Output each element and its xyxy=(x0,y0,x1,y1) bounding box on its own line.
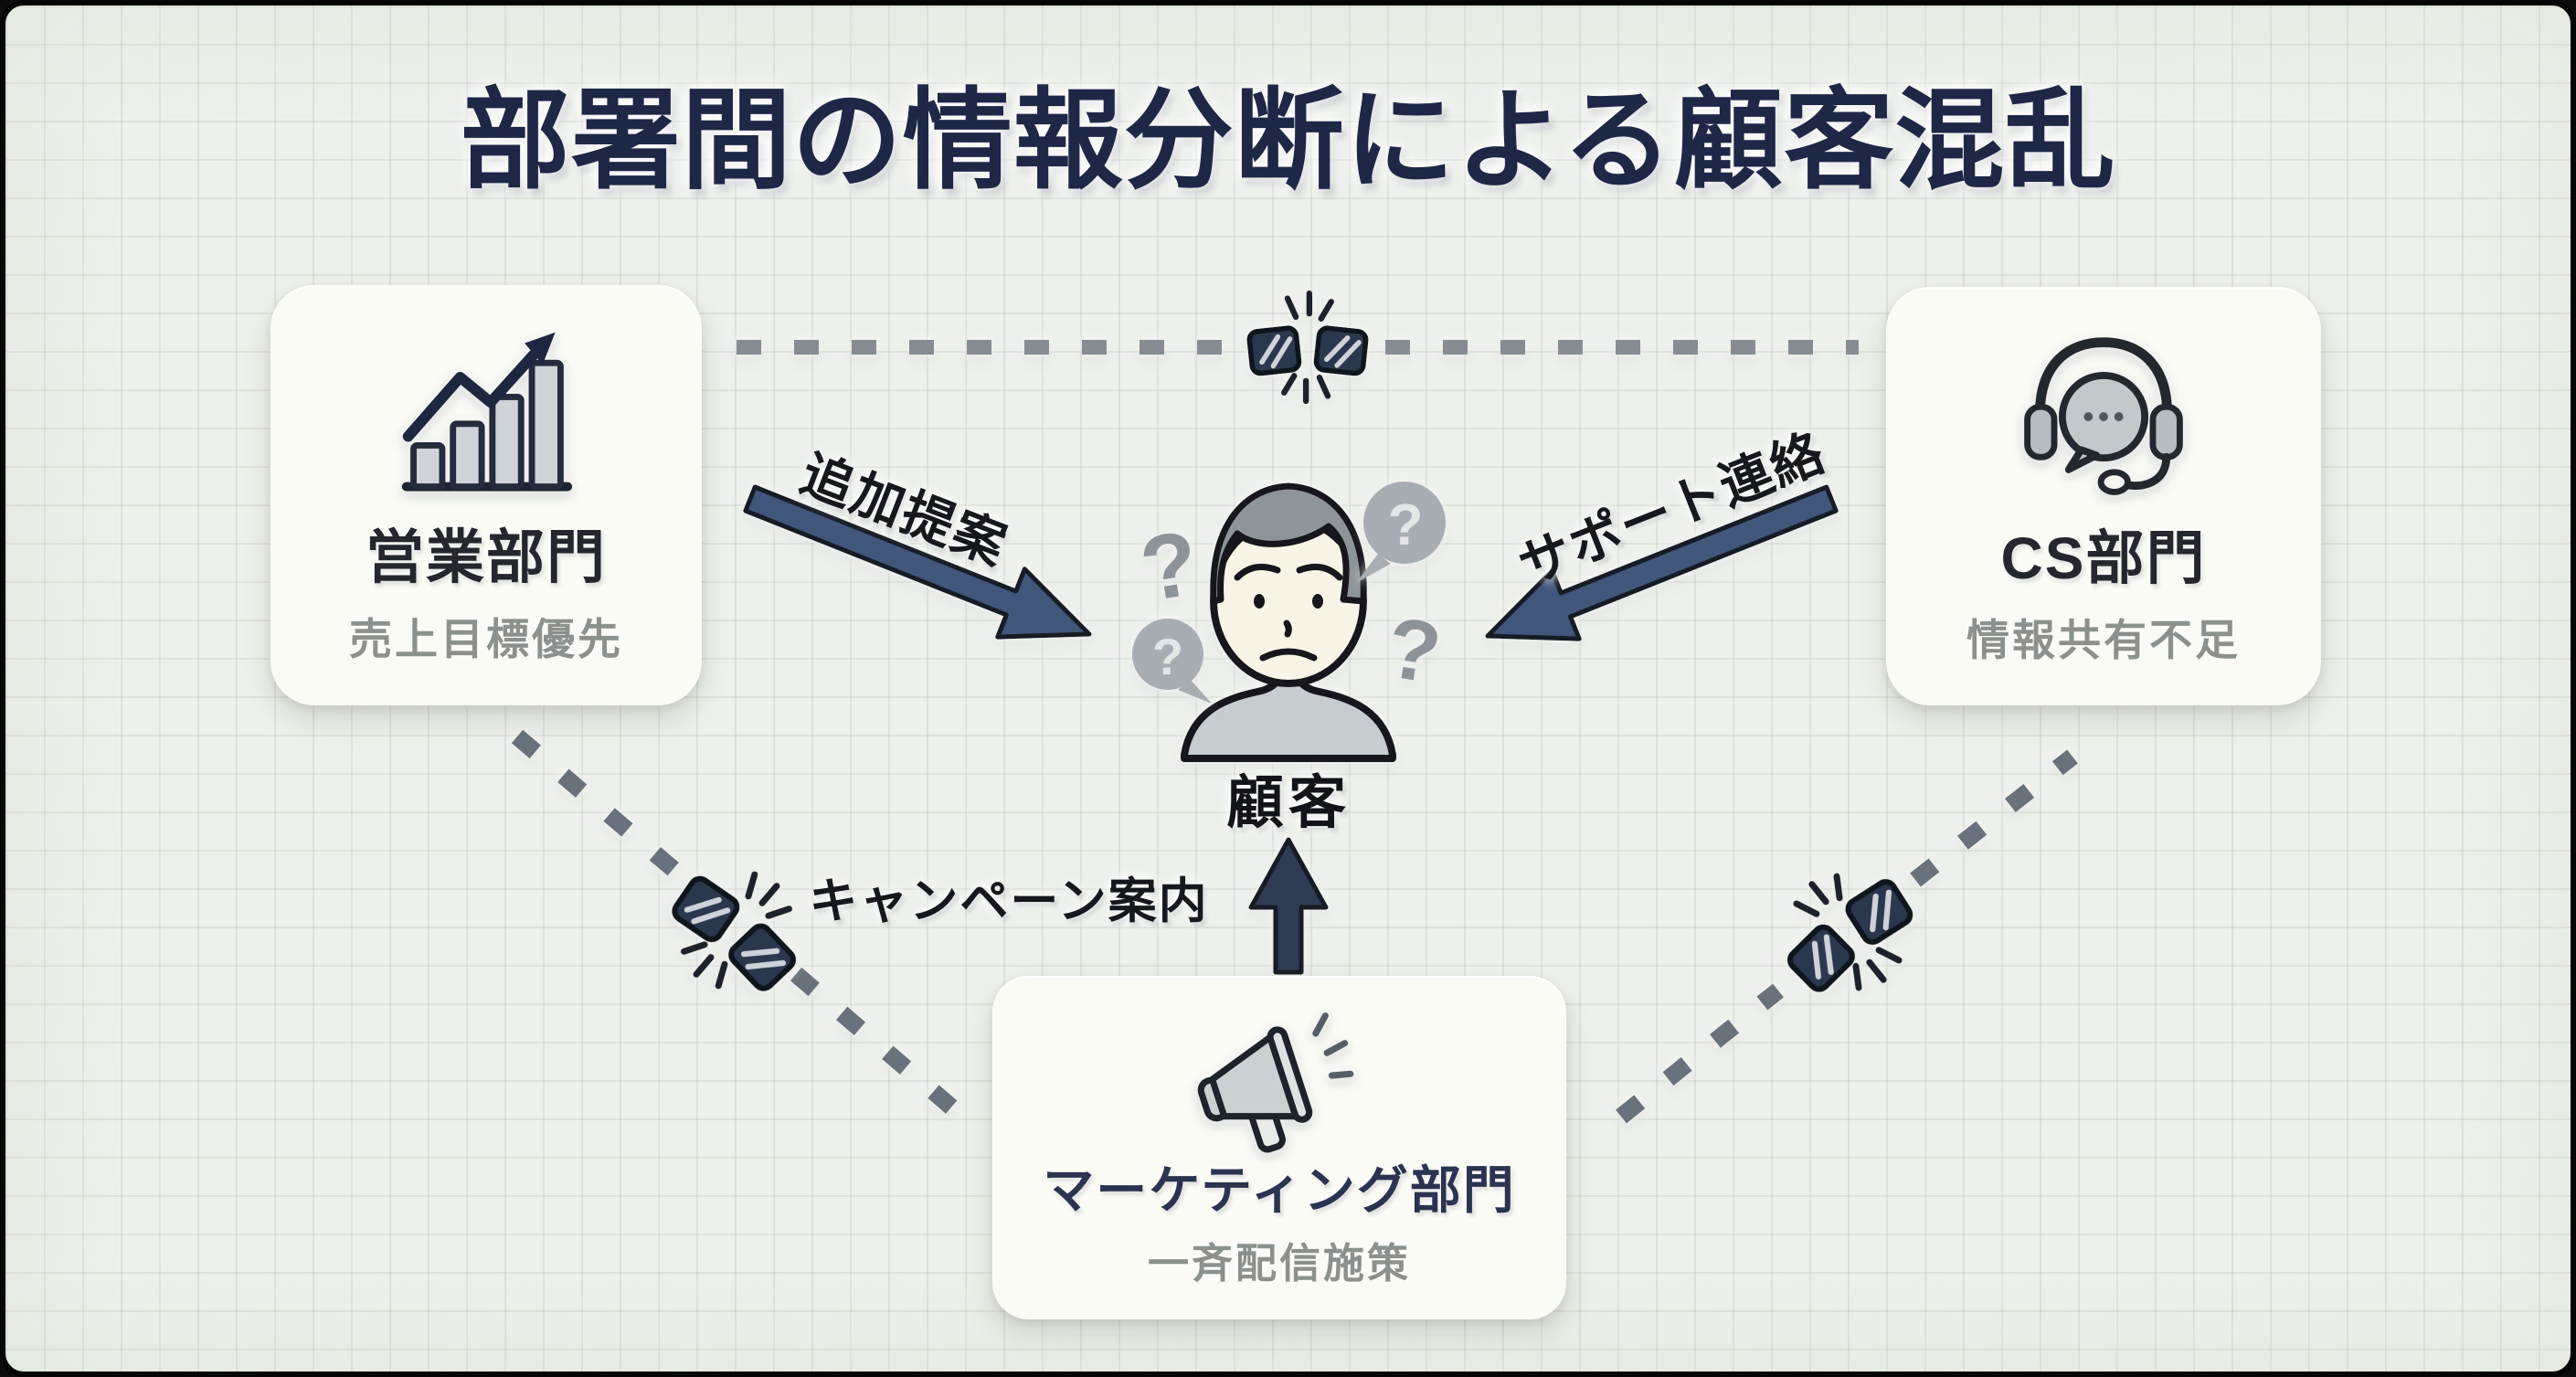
marketing-to-customer-arrow xyxy=(1248,837,1329,975)
cs-department-card: CS部門 情報共有不足 xyxy=(1886,287,2321,705)
broken-link-icon xyxy=(648,842,825,1018)
marketing-flow-label: キャンペーン案内 xyxy=(809,874,1209,928)
cs-department-name: CS部門 xyxy=(2000,524,2207,591)
bar-chart-growth-icon xyxy=(401,332,573,492)
sales-marketing-dashed-line xyxy=(790,967,960,1117)
sales-to-customer-arrow xyxy=(743,484,1092,640)
cs-marketing-dashed-line xyxy=(1616,983,1784,1124)
cs-department-subtitle: 情報共有不足 xyxy=(1966,616,2241,665)
marketing-department-subtitle: 一斉配信施策 xyxy=(1147,1239,1411,1287)
diagram-overlay: ? ? ? ? xyxy=(511,5,2078,1124)
cs-marketing-dashed-line xyxy=(1910,749,2078,887)
customer-label: 顧客 xyxy=(1226,771,1351,835)
sales-department-subtitle: 売上目標優先 xyxy=(349,615,623,664)
svg-text:?: ? xyxy=(1134,512,1205,621)
sales-department-card: 営業部門 売上目標優先 xyxy=(270,285,702,705)
sales-department-name: 営業部門 xyxy=(366,524,607,590)
marketing-department-card: マーケティング部門 一斉配信施策 xyxy=(992,976,1566,1319)
question-mark-plain-icon: ? xyxy=(1381,598,1447,702)
question-bubble-icon: ? xyxy=(1356,482,1446,583)
broken-link-icon xyxy=(1248,293,1366,401)
flow-arrows xyxy=(743,484,1839,975)
svg-text:?: ? xyxy=(1381,598,1447,702)
question-mark-plain-icon: ? xyxy=(1134,512,1205,621)
sales-marketing-dashed-line xyxy=(511,729,688,884)
broken-connection-lines xyxy=(511,340,2078,1124)
diagram-title: 部署間の情報分断による顧客混乱 xyxy=(460,79,2116,202)
svg-text:?: ? xyxy=(1152,628,1183,685)
broken-link-icon xyxy=(1759,844,1935,1019)
megaphone-icon xyxy=(1197,1012,1354,1153)
confused-person-icon xyxy=(1181,482,1396,762)
cs-to-customer-arrow xyxy=(1485,484,1839,641)
marketing-department-name: マーケティング部門 xyxy=(1043,1161,1516,1220)
svg-text:?: ? xyxy=(1387,492,1423,557)
question-bubble-icon: ? xyxy=(1132,619,1212,704)
headset-chat-icon xyxy=(2024,336,2183,495)
